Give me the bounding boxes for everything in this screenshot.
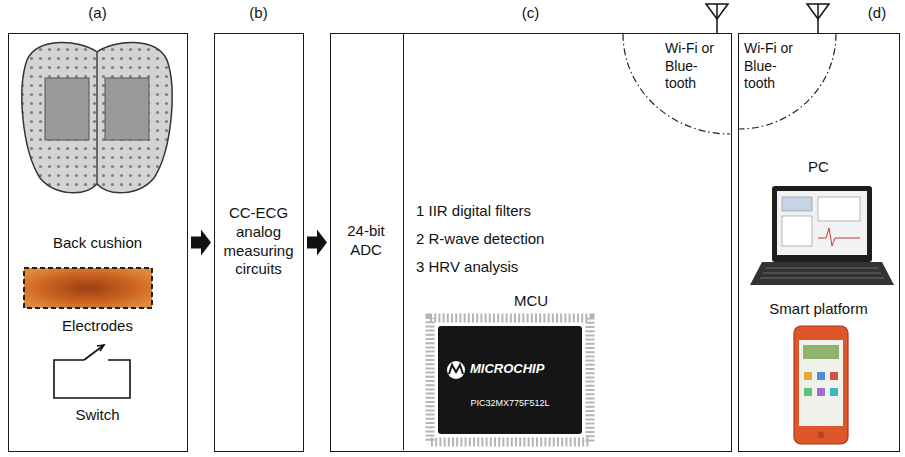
- text-slot: Smart platform: [739, 300, 898, 319]
- phone-icon: [830, 372, 838, 380]
- laptop-picture: [750, 186, 894, 285]
- phone-icon: [817, 388, 825, 396]
- text-slot: 2 R-wave detection: [416, 230, 626, 249]
- phone-icon: [830, 388, 838, 396]
- wireless-zone: Wi-Fi or Blue- tooth: [739, 34, 836, 129]
- text-slot: MCU: [481, 292, 581, 311]
- text-slot: 3 HRV analysis: [416, 258, 626, 277]
- switch-wire: [54, 360, 130, 398]
- antenna-head: [706, 4, 728, 19]
- laptop-keys: [760, 268, 884, 278]
- cushion-seam: [96, 52, 98, 184]
- antenna-symbol: [807, 4, 829, 33]
- phone-picture: [794, 326, 848, 444]
- phone-icon: [817, 372, 825, 380]
- list-item: 2 R-wave detection: [416, 230, 626, 249]
- panel-letter: (b): [215, 4, 302, 23]
- wireless-zone: Wi-Fi or Blue- tooth: [623, 34, 730, 134]
- text-slot: (c): [331, 4, 730, 23]
- chip-pins: [430, 318, 590, 442]
- panel-box: 24-bit ADC Wi-Fi or Blue- tooth 1 IIR digi…: [330, 33, 732, 452]
- adc-section: 24-bit ADC: [331, 34, 404, 450]
- wireless-label: Wi-Fi or Blue- tooth: [665, 40, 725, 93]
- part-label: Switch: [9, 406, 186, 425]
- text-slot: 1 IIR digital filters: [416, 202, 626, 221]
- text-slot: Wi-Fi or Blue- tooth: [744, 40, 804, 93]
- part-label: MCU: [481, 292, 581, 311]
- phone-widget: [803, 345, 839, 359]
- screen-block: [818, 197, 860, 221]
- back-cushion-picture: [22, 42, 172, 192]
- panel-box: Wi-Fi or Blue- tooth(d)PCSmart platform: [738, 33, 900, 452]
- device-label: Smart platform: [739, 300, 898, 319]
- phone-screen: [799, 340, 843, 426]
- antenna-symbol: [706, 4, 728, 33]
- chip-body: [438, 326, 582, 434]
- screen-trace: [818, 228, 860, 246]
- panel-box: (b)CC-ECG analog measuring circuits: [214, 33, 304, 452]
- laptop-base: [750, 262, 894, 285]
- chip-brand: MICROCHIP: [470, 361, 570, 377]
- chip-part-number: PIC32MX775F512L: [438, 398, 582, 409]
- chip-logo-mark: [449, 365, 463, 374]
- phone-icon: [804, 372, 812, 380]
- switch-symbol: [54, 345, 130, 398]
- wireless-label: Wi-Fi or Blue- tooth: [744, 40, 804, 93]
- text-slot: PC: [739, 158, 898, 177]
- mcu-section: Wi-Fi or Blue- tooth 1 IIR digital filter…: [404, 34, 730, 450]
- phone-body: [794, 326, 848, 444]
- text-slot: Wi-Fi or Blue- tooth: [665, 40, 725, 93]
- switch-blade: [84, 345, 104, 360]
- flow-arrow: [307, 230, 327, 256]
- part-label: Back cushion: [9, 234, 186, 253]
- mcu-chip-picture: [430, 318, 590, 442]
- text-slot: Back cushion: [9, 234, 186, 253]
- flow-arrow: [191, 230, 211, 256]
- text-slot: Switch: [9, 406, 186, 425]
- text-slot: (d): [857, 4, 897, 23]
- panel-letter: (a): [9, 4, 186, 23]
- electrode-strip: [24, 268, 152, 308]
- wireless-range-arc: [623, 34, 730, 134]
- part-label: Electrodes: [9, 317, 186, 336]
- wireless-range-arc: [739, 34, 836, 129]
- list-item: 1 IIR digital filters: [416, 202, 626, 221]
- panel-box: (a)Back cushionElectrodesSwitch: [8, 33, 188, 452]
- list-item: 3 HRV analysis: [416, 258, 626, 277]
- panel-letter: (c): [331, 4, 730, 23]
- screen-block: [782, 197, 812, 211]
- laptop-screen: [777, 191, 867, 255]
- text-slot: Electrodes: [9, 317, 186, 336]
- cushion-shape: [22, 42, 172, 192]
- label-slot: MICROCHIP: [470, 361, 570, 377]
- panel-letter: (d): [857, 4, 897, 23]
- antenna-head: [807, 4, 829, 19]
- process-label: CC-ECG analog measuring circuits: [217, 204, 300, 279]
- text-slot: 24-bit ADC: [334, 222, 398, 260]
- text-slot: (b): [215, 4, 302, 23]
- screen-block: [782, 216, 812, 246]
- text-slot: (a): [9, 4, 186, 23]
- cushion-perforation: [22, 42, 172, 192]
- device-label: PC: [739, 158, 898, 177]
- chip-logo: [447, 361, 465, 379]
- switch-blade-head: [97, 345, 104, 351]
- label-slot: PIC32MX775F512L: [438, 398, 582, 409]
- cushion-pad: [45, 78, 89, 140]
- process-label: 24-bit ADC: [334, 222, 398, 260]
- laptop-screen-frame: [772, 186, 872, 262]
- phone-button: [818, 432, 825, 439]
- text-slot: CC-ECG analog measuring circuits: [217, 204, 300, 279]
- cushion-pad: [105, 78, 149, 140]
- phone-icon: [804, 388, 812, 396]
